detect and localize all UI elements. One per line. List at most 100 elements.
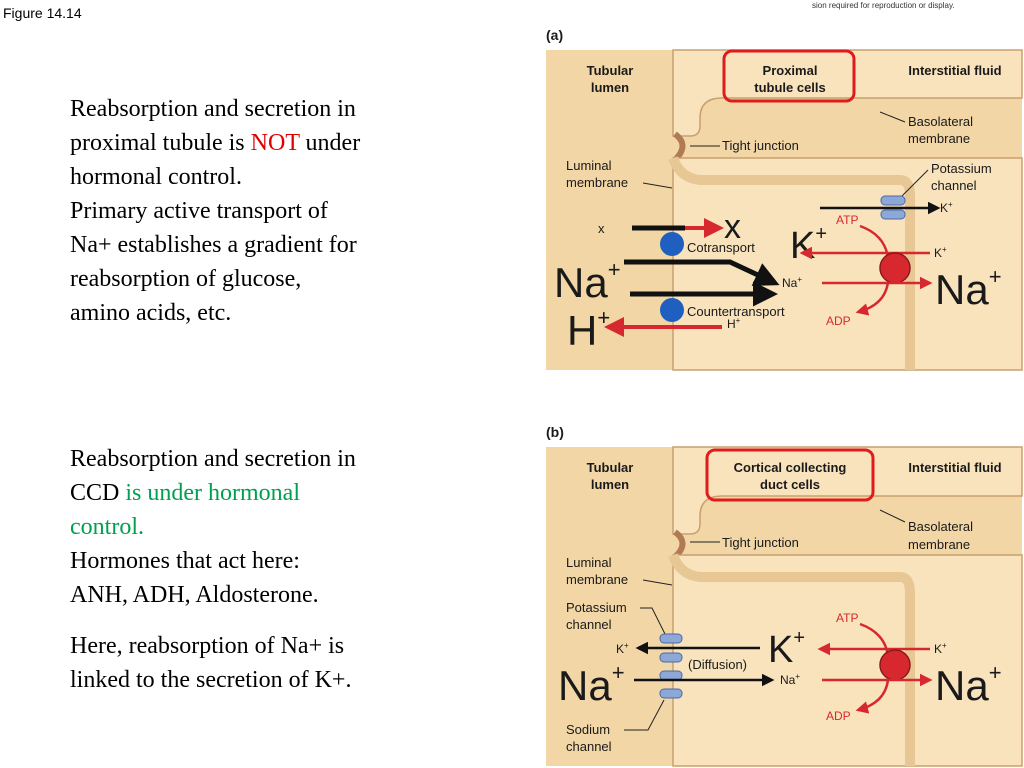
- sodium-label-1: Sodium: [566, 722, 610, 737]
- label-sup: +: [815, 223, 827, 245]
- na-big-left-label: Na+: [554, 257, 621, 306]
- emphasis-not: NOT: [250, 130, 300, 156]
- label-part: K: [940, 201, 948, 215]
- panel-a: (a) Tubular lumen Proximal tubule cells …: [546, 27, 1023, 371]
- text-line: linked to the secretion of K+.: [70, 667, 352, 693]
- luminal-label-2: membrane: [566, 572, 628, 587]
- text-block-ccd: Reabsorption and secretion in CCD is und…: [70, 442, 430, 697]
- text-line: proximal tubule is NOT under: [70, 126, 430, 160]
- interstitial-label: Interstitial fluid: [908, 63, 1001, 78]
- tubular-lumen-label: Tubular: [587, 460, 634, 475]
- label-part: Na: [558, 662, 612, 709]
- k-in-label: K+: [934, 245, 947, 260]
- text-line: Here, reabsorption of Na+ is: [70, 633, 345, 659]
- label-sup: +: [612, 660, 625, 685]
- text-fragment: CCD: [70, 480, 126, 506]
- label-part: H: [727, 317, 736, 331]
- label-sup: +: [795, 672, 800, 681]
- k-out-label: K+: [940, 200, 953, 215]
- text-line: reabsorption of glucose,: [70, 266, 302, 292]
- cells-label-2: tubule cells: [754, 80, 826, 95]
- na-k-pump-icon: [879, 649, 911, 681]
- label-part: Na: [782, 276, 798, 290]
- na-small-label: Na+: [780, 672, 800, 687]
- figure-label: Figure 14.14: [3, 5, 82, 21]
- sodium-label-2: channel: [566, 739, 612, 754]
- tight-junction-label: Tight junction: [722, 138, 799, 153]
- leader-line: [642, 579, 673, 586]
- text-fragment: under: [299, 130, 361, 156]
- label-part: K: [616, 642, 624, 656]
- leader-line: [879, 509, 906, 523]
- label-part: Na: [780, 673, 796, 687]
- label-part: Na: [935, 662, 989, 709]
- text-line: Primary active transport of: [70, 198, 328, 224]
- leader-line: [879, 111, 906, 123]
- label-sup: +: [948, 200, 953, 209]
- na-big-right-label: Na+: [935, 264, 1002, 313]
- adp-curve: [855, 281, 890, 316]
- luminal-label-1: Luminal: [566, 158, 612, 173]
- text-line: amino acids, etc.: [70, 300, 232, 326]
- highlight-box-ccd: [705, 448, 875, 502]
- label-part: Na: [935, 266, 989, 313]
- label-part: K: [790, 225, 815, 267]
- potassium-channel-icon: [880, 195, 906, 220]
- countertransport-carrier-icon: [660, 298, 684, 322]
- highlight-box-proximal: [722, 49, 856, 103]
- label-sup: +: [942, 245, 947, 254]
- basolateral-label-2: membrane: [908, 131, 970, 146]
- label-sup: +: [797, 275, 802, 284]
- na-k-pump-icon: [879, 252, 911, 284]
- leader-line: [640, 607, 669, 641]
- leader-line: [624, 699, 665, 731]
- tubular-lumen-label-2: lumen: [591, 80, 629, 95]
- k-left-label: K+: [616, 641, 629, 656]
- tubular-lumen-label-2: lumen: [591, 477, 629, 492]
- panel-letter-b: (b): [546, 424, 564, 440]
- atp-label: ATP: [836, 213, 858, 227]
- k-big-label: K+: [790, 223, 827, 267]
- potassium-label-2: channel: [931, 178, 977, 193]
- upper-cell: [672, 446, 1023, 535]
- adp-label: ADP: [826, 709, 851, 723]
- h-big-label: H+: [567, 305, 610, 354]
- x-big-label: x: [724, 208, 741, 246]
- tight-junction-label: Tight junction: [722, 535, 799, 550]
- h-small-label: H+: [727, 316, 741, 331]
- x-small-label: x: [598, 221, 605, 236]
- label-sup: +: [736, 316, 741, 325]
- label-part: K: [768, 629, 793, 671]
- basolateral-label-2: membrane: [908, 537, 970, 552]
- na-small-label: Na+: [782, 275, 802, 290]
- tubular-lumen-label: Tubular: [587, 63, 634, 78]
- label-sup: +: [989, 660, 1002, 685]
- diffusion-label: (Diffusion): [688, 657, 747, 672]
- label-sup: +: [624, 641, 629, 650]
- adp-label: ADP: [826, 314, 851, 328]
- k-big-label: K+: [768, 627, 805, 671]
- cell-inner-shade: [668, 156, 915, 370]
- cells-label-1: Proximal: [763, 63, 818, 78]
- panel-b: (b) Tubular lumen Cortical collecting du…: [546, 424, 1023, 767]
- adp-curve: [855, 679, 890, 714]
- cell-inner-shade: [668, 553, 915, 766]
- basolateral-label-1: Basolateral: [908, 114, 973, 129]
- countertransport-label: Countertransport: [687, 304, 785, 319]
- emphasis-hormonal: is under hormonal: [125, 480, 300, 506]
- emphasis-control: control.: [70, 514, 144, 540]
- luminal-label-1: Luminal: [566, 555, 612, 570]
- label-line: Tubular: [587, 63, 634, 78]
- label-sup: +: [989, 264, 1002, 289]
- potassium-label-1: Potassium: [931, 161, 992, 176]
- potassium-channel-icon: [659, 633, 683, 663]
- potassium-label-2: channel: [566, 617, 612, 632]
- interstitial-label: Interstitial fluid: [908, 460, 1001, 475]
- label-sup: +: [942, 641, 947, 650]
- na-cotransport-arrow: [624, 259, 780, 286]
- na-big-right-label: Na+: [935, 660, 1002, 709]
- na-big-left-label: Na+: [558, 660, 625, 709]
- potassium-label-1: Potassium: [566, 600, 627, 615]
- leader-line: [642, 182, 673, 189]
